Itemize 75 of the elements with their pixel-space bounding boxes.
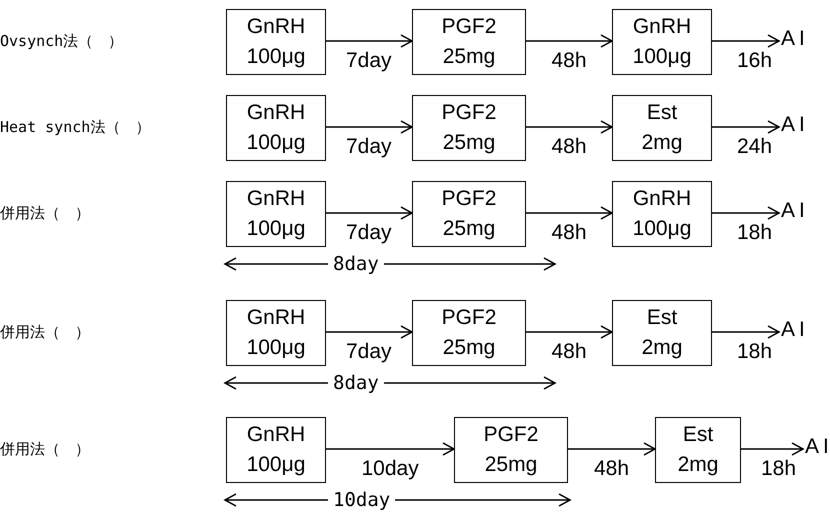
dose-text: 100μg: [632, 217, 692, 241]
hormone-box: [412, 95, 526, 161]
interval-label: 10day: [360, 457, 420, 481]
arrow: [526, 120, 613, 134]
hormone-name: Est: [682, 423, 714, 447]
interval-label: 7day: [345, 49, 393, 73]
hormone-name: GnRH: [246, 423, 306, 447]
ai-text: AI: [781, 113, 809, 137]
dose-text: 25mg: [442, 336, 496, 360]
hormone-name: PGF2: [482, 423, 540, 447]
dose-text: 25mg: [484, 453, 538, 477]
hormone-box: [412, 181, 526, 247]
arrow: [712, 34, 780, 48]
dose-text: 100μg: [246, 336, 306, 360]
hormone-name: Est: [646, 306, 678, 330]
hormone-name: PGF2: [440, 101, 498, 125]
interval-label: 7day: [345, 221, 393, 245]
hormone-name: PGF2: [440, 306, 498, 330]
hormone-name: PGF2: [440, 15, 498, 39]
hormone-box: [226, 95, 326, 161]
ai-text: AI: [781, 27, 809, 51]
arrow: [568, 442, 656, 456]
arrow: [326, 34, 413, 48]
hormone-name: PGF2: [440, 187, 498, 211]
interval-label: 7day: [345, 340, 393, 364]
method-label: Ovsynch法（ ）: [0, 31, 124, 51]
hormone-box: [454, 417, 568, 483]
hormone-box: [226, 181, 326, 247]
hormone-name: GnRH: [632, 15, 692, 39]
hormone-name: GnRH: [246, 15, 306, 39]
hormone-box: [412, 9, 526, 75]
arrow: [712, 206, 780, 220]
arrow: [326, 442, 455, 456]
dose-text: 100μg: [632, 45, 692, 69]
hormone-name: GnRH: [632, 187, 692, 211]
ai-text: AI: [805, 435, 830, 459]
hormone-box: [226, 300, 326, 366]
hormone-box: [612, 9, 712, 75]
method-label: 併用法（ ）: [0, 322, 90, 342]
arrow: [712, 120, 780, 134]
hormone-name: GnRH: [246, 101, 306, 125]
hormone-box: [412, 300, 526, 366]
method-label: Heat synch法（ ）: [0, 117, 150, 137]
dose-text: 100μg: [246, 45, 306, 69]
dose-text: 25mg: [442, 217, 496, 241]
dose-text: 2mg: [676, 453, 720, 477]
method-label: 併用法（ ）: [0, 439, 90, 459]
hormone-box: [612, 300, 712, 366]
hormone-box: [226, 417, 326, 483]
hormone-name: GnRH: [246, 306, 306, 330]
interval-label: 7day: [345, 135, 393, 159]
arrow: [326, 120, 413, 134]
method-label: 併用法（ ）: [0, 203, 90, 223]
hormone-name: Est: [646, 101, 678, 125]
hormone-box: [612, 95, 712, 161]
dose-text: 25mg: [442, 45, 496, 69]
hormone-box: [655, 417, 741, 483]
dose-text: 100μg: [246, 453, 306, 477]
arrow: [712, 325, 780, 339]
arrow: [526, 325, 613, 339]
arrow: [326, 325, 413, 339]
dose-text: 2mg: [640, 131, 684, 155]
ai-text: AI: [781, 199, 809, 223]
arrow: [741, 442, 804, 456]
hormone-box: [612, 181, 712, 247]
arrow: [526, 206, 613, 220]
dose-text: 2mg: [640, 336, 684, 360]
dose-text: 100μg: [246, 131, 306, 155]
hormone-box: [226, 9, 326, 75]
hormone-name: GnRH: [246, 187, 306, 211]
ai-text: AI: [781, 318, 809, 342]
arrow: [526, 34, 613, 48]
dose-text: 25mg: [442, 131, 496, 155]
arrow: [326, 206, 413, 220]
dose-text: 100μg: [246, 217, 306, 241]
